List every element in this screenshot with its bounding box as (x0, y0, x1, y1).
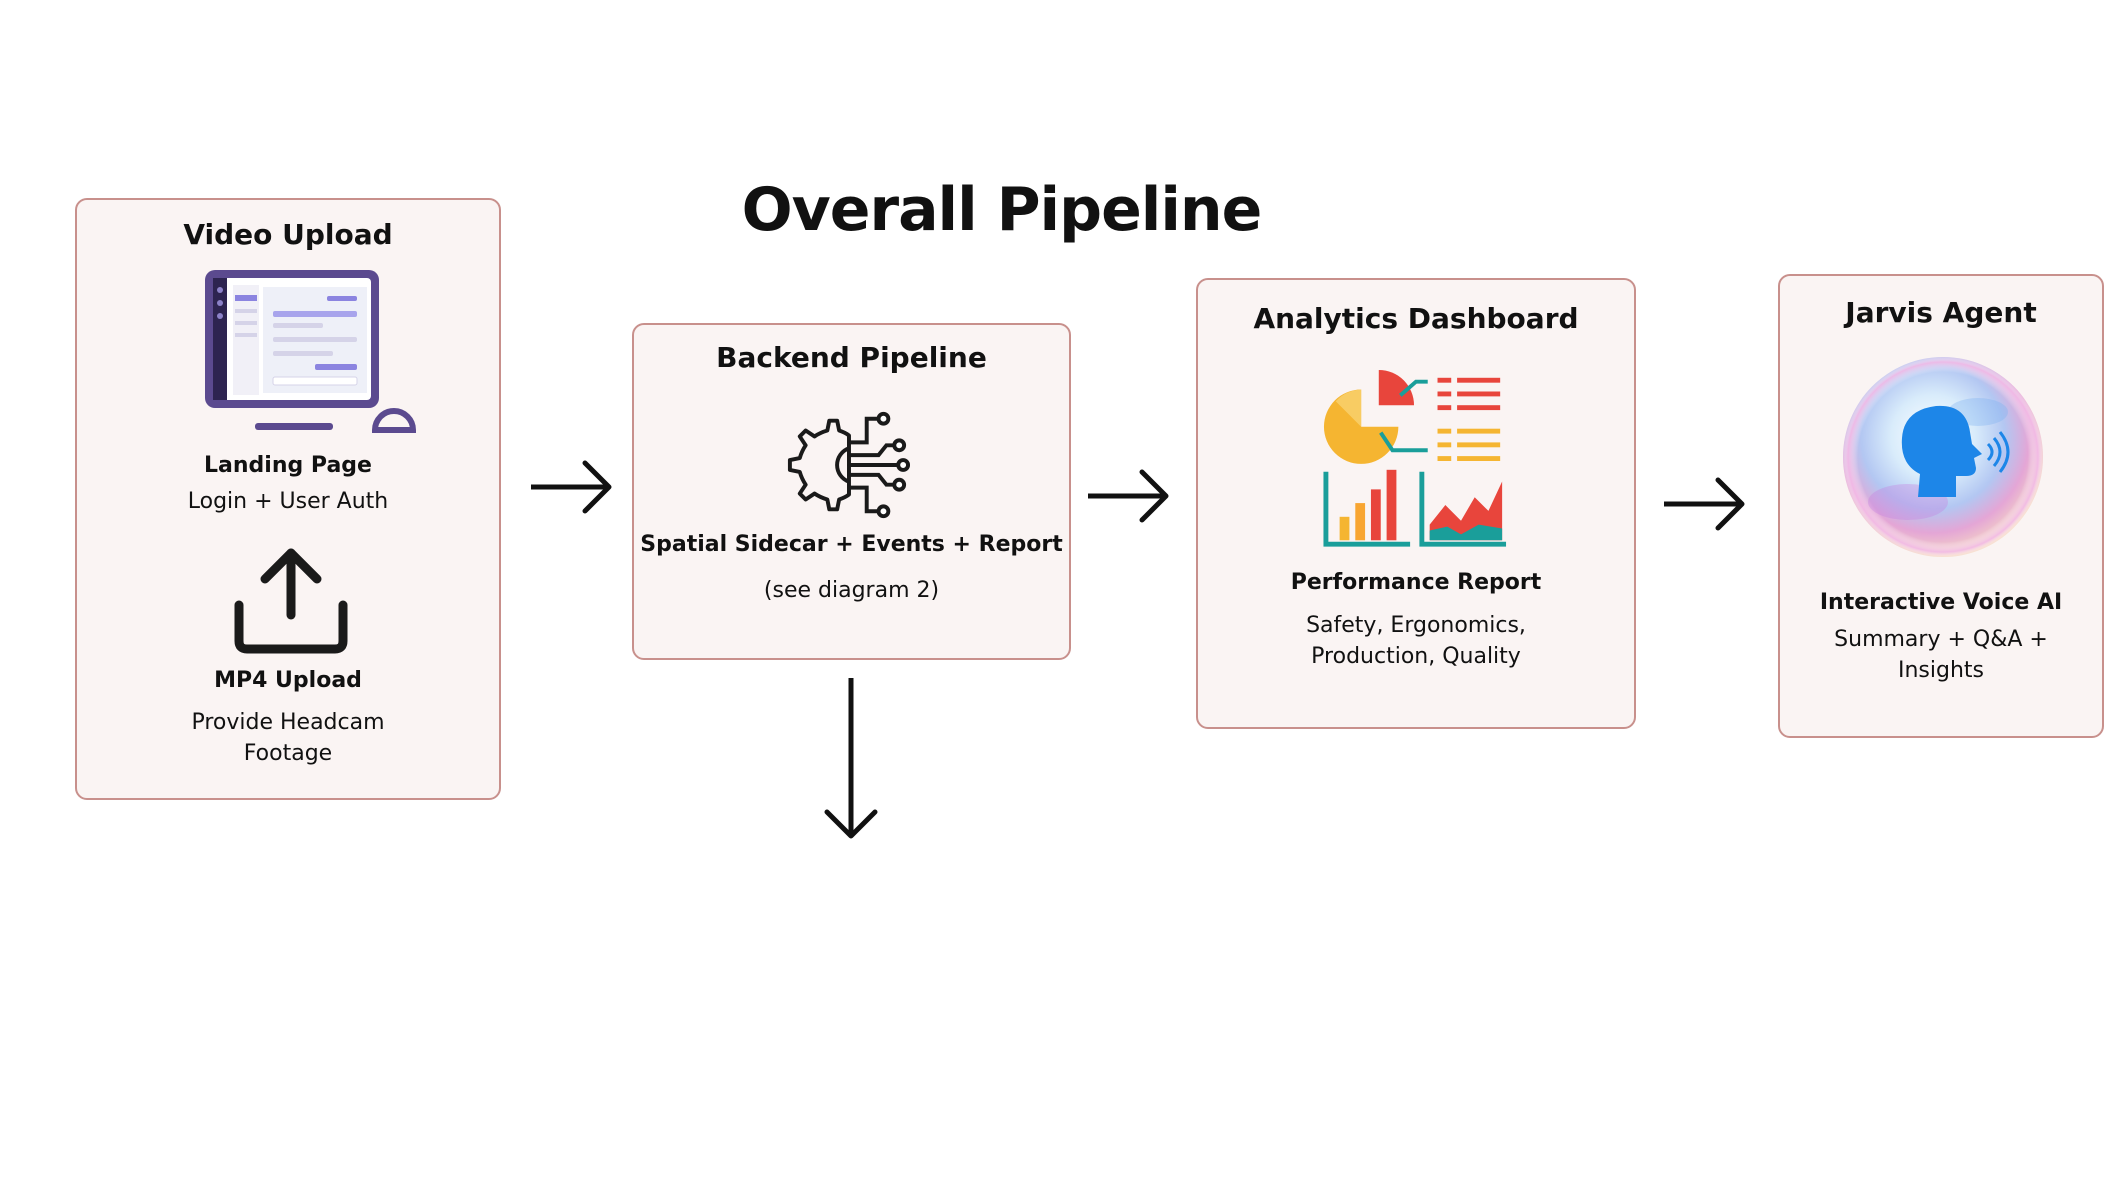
voice-orb-icon (1843, 357, 2043, 557)
mp4-upload-desc-line2: Footage (243, 741, 333, 766)
backend-pipeline-note: (see diagram 2) (763, 578, 940, 603)
mp4-upload-desc-line1: Provide Headcam (191, 710, 385, 735)
monitor-icon (205, 270, 417, 433)
video-upload-title: Video Upload (183, 218, 393, 251)
jarvis-desc-line2: Insights (1897, 658, 1984, 683)
interactive-voice-ai-title: Interactive Voice AI (1819, 590, 2063, 615)
backend-pipeline-title: Backend Pipeline (716, 341, 987, 374)
arrow-right-2 (1088, 469, 1169, 523)
mp4-upload-title: MP4 Upload (214, 668, 362, 693)
analytics-dashboard-title: Analytics Dashboard (1253, 302, 1579, 335)
analytics-desc-line1: Safety, Ergonomics, (1306, 613, 1526, 638)
backend-pipeline-subtitle: Spatial Sidecar + Events + Report (640, 532, 1063, 557)
jarvis-agent-title: Jarvis Agent (1845, 296, 2037, 329)
landing-page-title: Landing Page (204, 453, 372, 478)
performance-report-title: Performance Report (1290, 570, 1542, 595)
gear-circuit-icon (787, 411, 911, 519)
arrow-right-1 (531, 460, 612, 514)
landing-page-desc: Login + User Auth (187, 489, 389, 514)
upload-icon (234, 548, 348, 654)
analytics-dashboard-card: Analytics Dashboard Performance Report S… (1196, 278, 1636, 729)
backend-pipeline-card: Backend Pipeline Spatial Sidecar + Event… (632, 323, 1071, 660)
jarvis-agent-card: Jarvis Agent Interactive Voice AI (1778, 274, 2104, 738)
dashboard-charts-icon (1323, 369, 1507, 547)
analytics-desc-line2: Production, Quality (1311, 644, 1521, 669)
video-upload-card: Video Upload Landing Page Login + User A… (75, 198, 501, 800)
arrow-right-3 (1664, 477, 1745, 531)
jarvis-desc-line1: Summary + Q&A + (1834, 627, 2048, 652)
page-title: Overall Pipeline (741, 175, 1263, 245)
arrow-down (824, 678, 878, 839)
